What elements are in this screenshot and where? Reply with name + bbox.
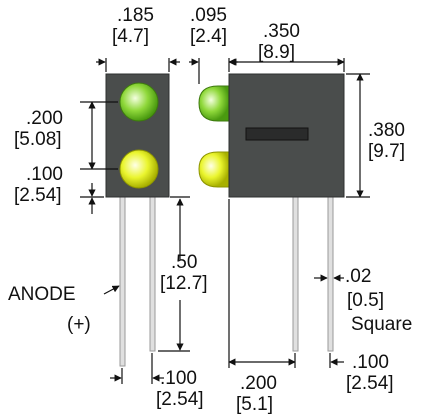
front-lead-right xyxy=(149,195,156,352)
dim-width-in: .185 xyxy=(117,5,154,26)
side-green-lens xyxy=(198,85,230,122)
dim-height-in: .380 xyxy=(368,120,405,141)
front-lead-left xyxy=(119,195,126,367)
dimension-lines xyxy=(80,58,370,384)
dim-lead-size-in: .02 xyxy=(345,266,371,287)
dim-lead-size-mm: [0.5] xyxy=(347,290,384,311)
dim-base-mm: [2.54] xyxy=(14,185,62,206)
dim-base-in: .100 xyxy=(26,164,63,185)
dim-lead-shape: Square xyxy=(351,314,412,335)
dim-height-mm: [9.7] xyxy=(368,141,405,162)
dim-pitch-front-mm: [2.54] xyxy=(156,389,204,410)
dim-lead-length-in: .50 xyxy=(171,252,197,273)
dim-spacing-mm: [5.08] xyxy=(14,129,62,150)
dim-lead-length-mm: [12.7] xyxy=(160,273,208,294)
green-led-lens xyxy=(119,82,159,122)
anode-sign: (+) xyxy=(67,314,91,335)
dim-spacing-in: .200 xyxy=(26,108,63,129)
dim-pitch-front-in: .100 xyxy=(160,368,197,389)
dim-lens-in: .095 xyxy=(190,5,227,26)
dim-depth-mm: [8.9] xyxy=(258,42,295,63)
dim-lens-mm: [2.4] xyxy=(190,26,227,47)
side-yellow-lens xyxy=(198,151,230,188)
side-lead-left xyxy=(292,195,299,352)
dim-pitch-side2-in: .100 xyxy=(352,352,389,373)
side-lead-right xyxy=(327,195,334,352)
dim-width-mm: [4.7] xyxy=(112,26,149,47)
side-slot xyxy=(245,127,309,141)
dim-pitch-side2-mm: [2.54] xyxy=(346,373,394,394)
yellow-led-lens xyxy=(119,149,159,189)
anode-label: ANODE xyxy=(8,284,76,305)
dim-pitch-side-mm: [5.1] xyxy=(236,394,273,415)
dim-pitch-side-in: .200 xyxy=(240,373,277,394)
dim-depth-in: .350 xyxy=(263,21,300,42)
